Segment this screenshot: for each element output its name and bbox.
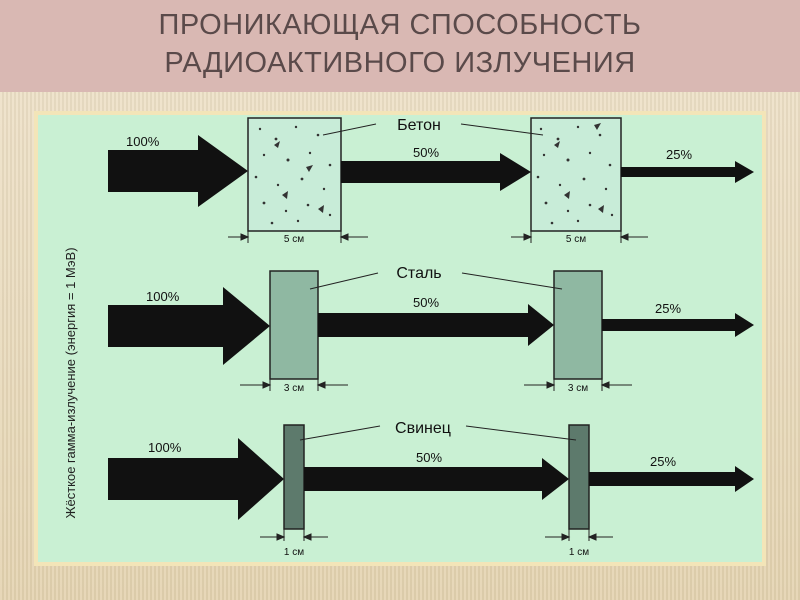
row-lead: 100% 50% 25% Свинец 1 см 1 см (108, 420, 754, 558)
leader-steel-2 (461, 272, 563, 290)
leader-steel-1 (309, 272, 379, 290)
thickness-marker-steel (240, 379, 632, 391)
row-steel: 100% 50% 25% Сталь 3 см 3 см (108, 265, 754, 394)
slab-lead-2 (568, 424, 590, 530)
out-percent-concrete: 25% (666, 147, 692, 162)
leader-lead-2 (465, 425, 577, 441)
thickness-marker-concrete (228, 231, 648, 243)
thickness-lead-1: 1 см (284, 547, 304, 558)
in-percent-steel: 100% (146, 289, 180, 304)
slab-concrete-1 (247, 117, 342, 232)
mid-percent-lead: 50% (416, 450, 442, 465)
in-percent-lead: 100% (148, 440, 182, 455)
incoming-arrow-steel (108, 287, 270, 365)
leader-concrete-1 (322, 123, 377, 136)
leader-lead-1 (299, 425, 381, 441)
thickness-steel-2: 3 см (568, 383, 588, 394)
row-concrete: 100% (108, 117, 754, 245)
diagram-panel: Жёсткое гамма-излучение (энергия = 1 МэВ… (38, 115, 762, 562)
middle-arrow-concrete (341, 153, 531, 191)
slab-steel-2 (553, 270, 603, 380)
material-label-lead: Свинец (395, 420, 451, 437)
incoming-arrow-concrete (108, 135, 248, 207)
slab-concrete-2 (530, 117, 622, 232)
outgoing-arrow-steel (602, 313, 754, 337)
material-label-concrete: Бетон (397, 117, 441, 134)
thickness-concrete-2: 5 см (566, 234, 586, 245)
leader-concrete-2 (460, 123, 544, 136)
concrete-speckles-2 (536, 123, 614, 225)
thickness-lead-2: 1 см (569, 547, 589, 558)
title-banner (0, 0, 800, 92)
thickness-steel-1: 3 см (284, 383, 304, 394)
penetration-diagram: Жёсткое гамма-излучение (энергия = 1 МэВ… (63, 117, 754, 558)
concrete-speckles-1 (254, 125, 332, 225)
material-label-steel: Сталь (396, 265, 441, 282)
slide-title: ПРОНИКАЮЩАЯ СПОСОБНОСТЬ РАДИОАКТИВНОГО И… (0, 6, 800, 82)
outgoing-arrow-concrete (621, 161, 754, 183)
slab-steel-1 (269, 270, 319, 380)
title-line-1: ПРОНИКАЮЩАЯ СПОСОБНОСТЬ (158, 9, 642, 41)
vertical-label: Жёсткое гамма-излучение (энергия = 1 МэВ… (63, 247, 78, 518)
thickness-concrete-1: 5 см (284, 234, 304, 245)
thickness-marker-lead (260, 529, 613, 541)
middle-arrow-steel (318, 304, 554, 346)
mid-percent-steel: 50% (413, 295, 439, 310)
title-line-2: РАДИОАКТИВНОГО ИЗЛУЧЕНИЯ (164, 47, 636, 79)
slab-lead-1 (283, 424, 305, 530)
mid-percent-concrete: 50% (413, 145, 439, 160)
middle-arrow-lead (304, 458, 569, 500)
incoming-arrow-lead (108, 438, 284, 520)
in-percent-concrete: 100% (126, 134, 160, 149)
out-percent-steel: 25% (655, 301, 681, 316)
out-percent-lead: 25% (650, 454, 676, 469)
outgoing-arrow-lead (589, 466, 754, 492)
